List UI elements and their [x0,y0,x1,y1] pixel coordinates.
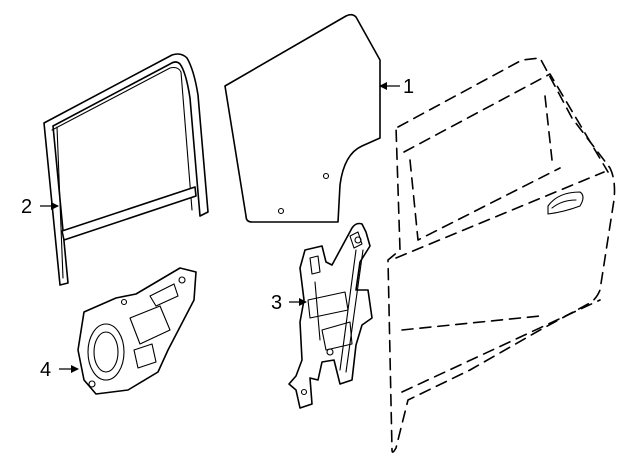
door-shell-outline [387,57,616,453]
callout-1-label: 1 [403,76,414,98]
door-glass [224,13,381,223]
callout-leaders [40,82,400,373]
window-channel [43,53,209,286]
callout-2-label: 2 [21,196,32,218]
callout-3-label: 3 [271,292,282,314]
door-carrier-module [77,267,197,395]
window-regulator [288,222,373,409]
callout-4-label: 4 [40,359,51,381]
